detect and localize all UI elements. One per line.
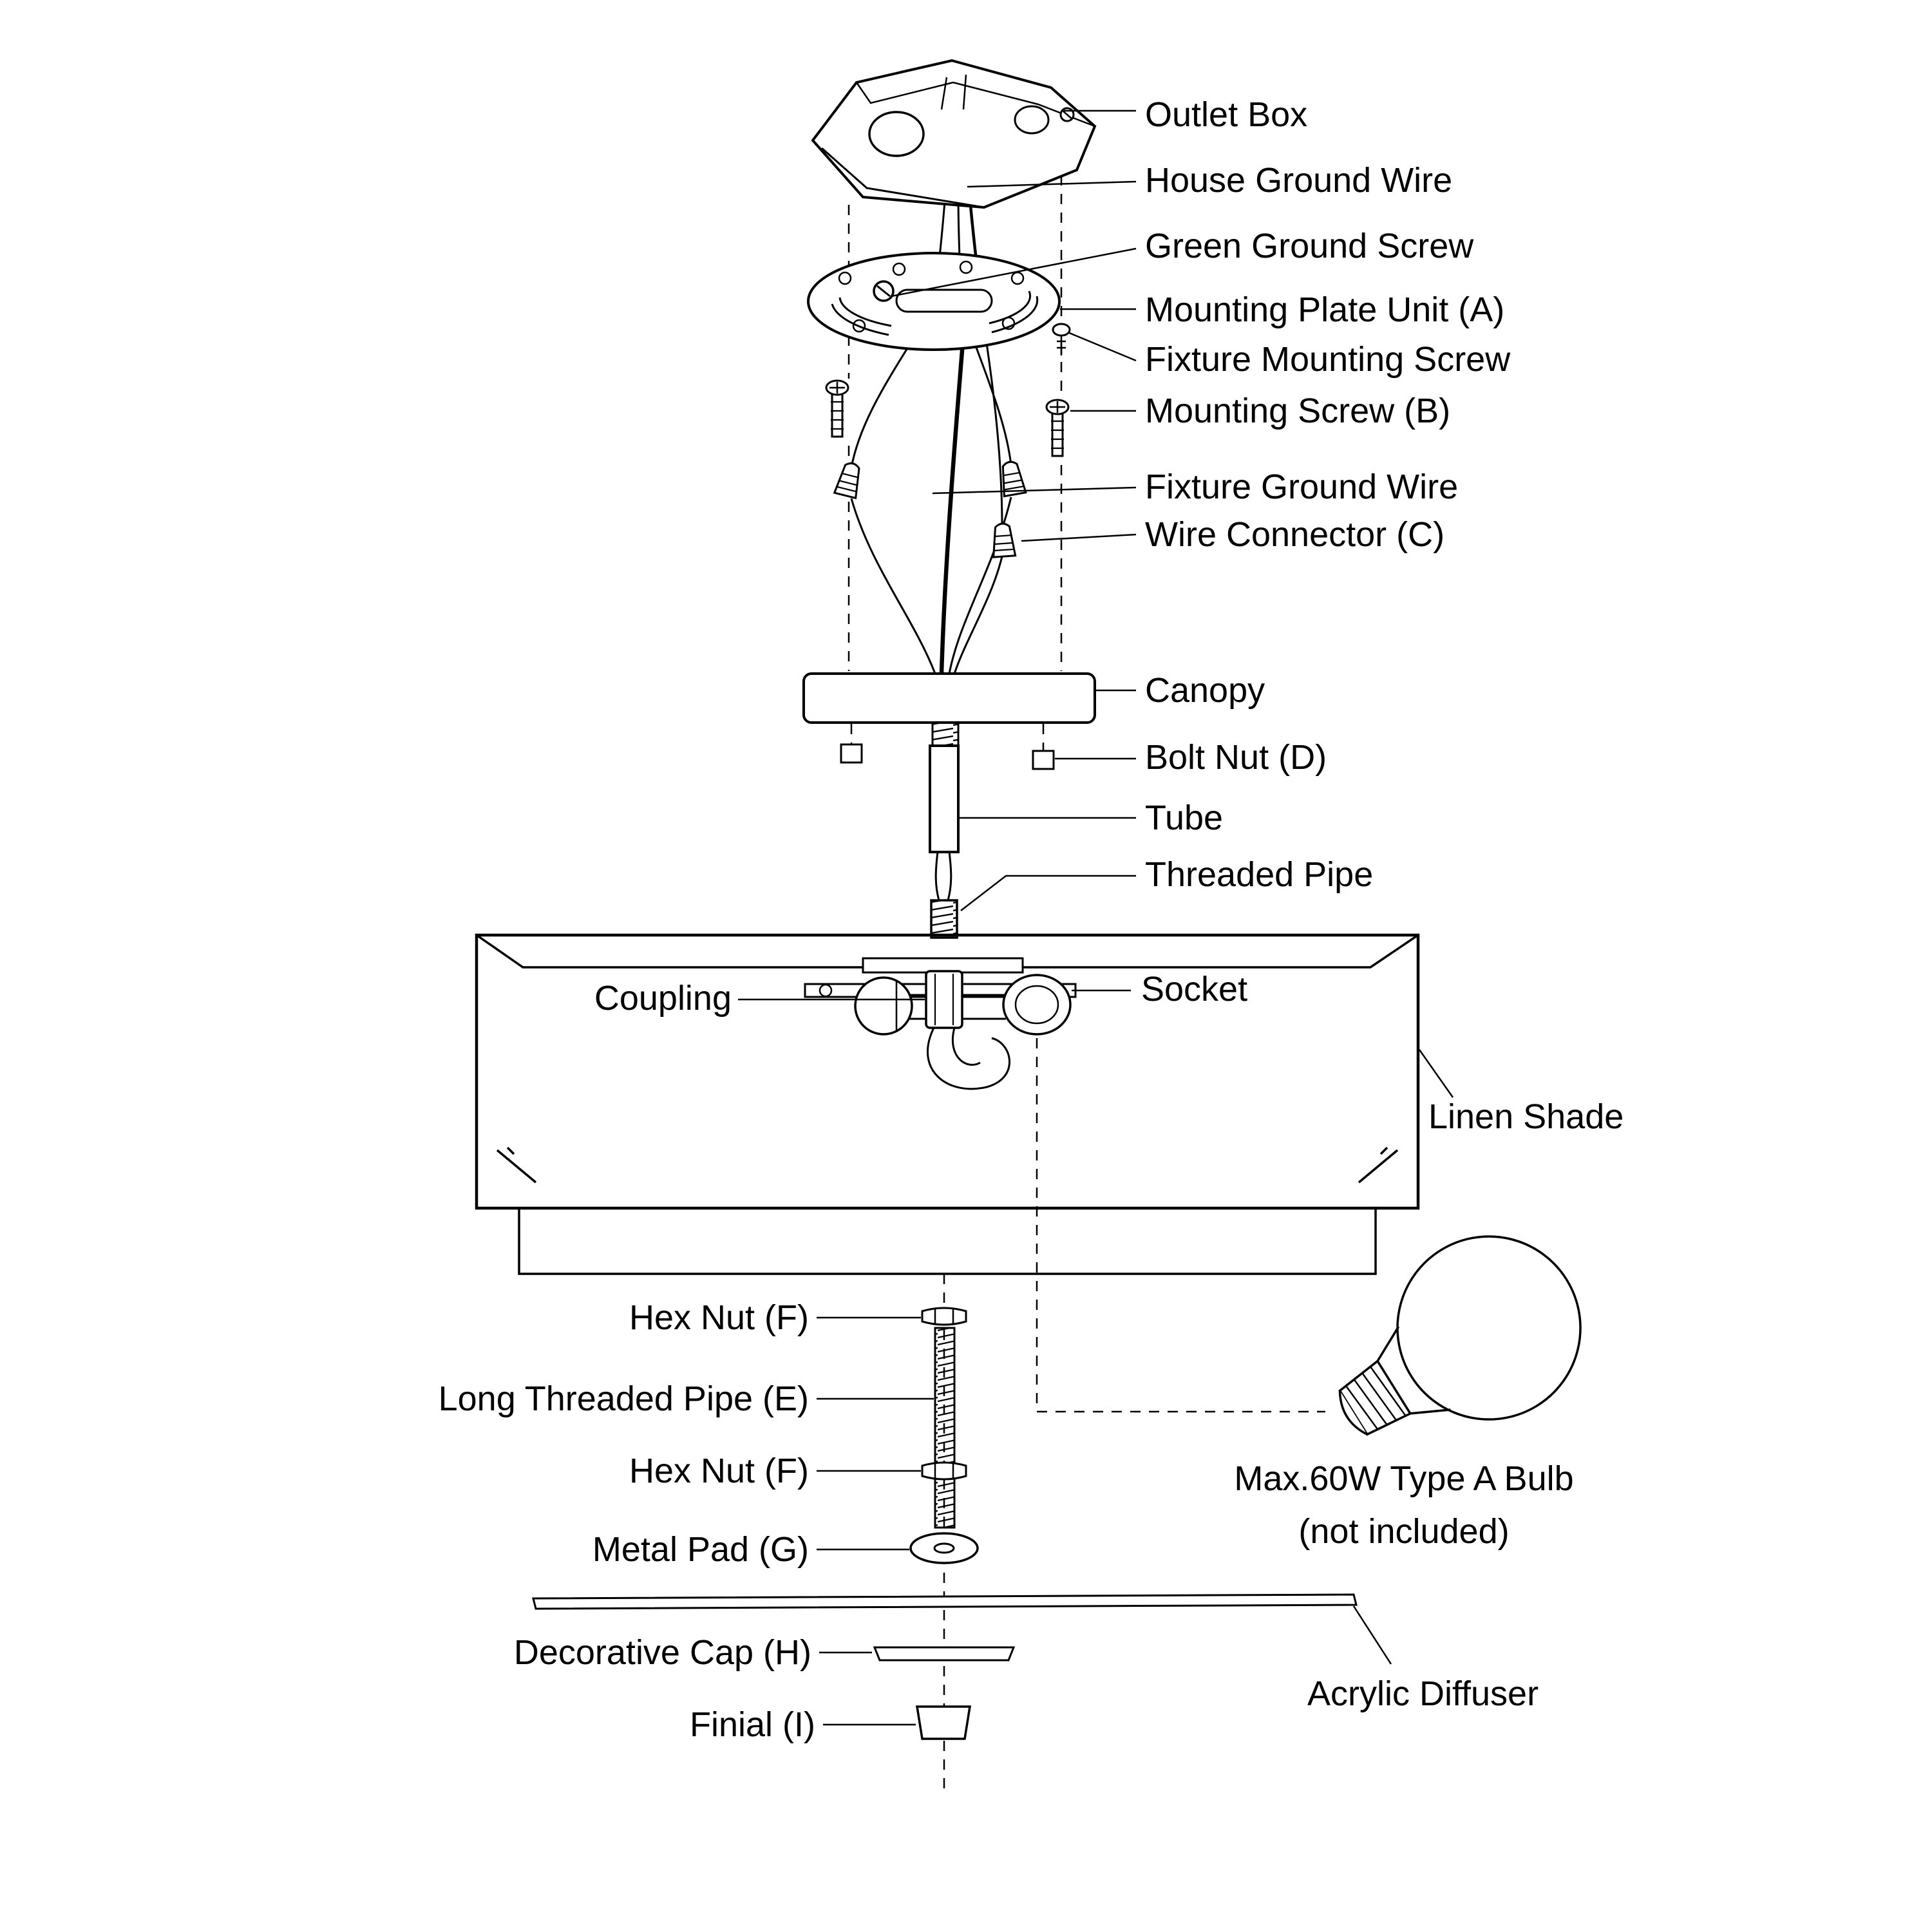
label-fixture-mounting-screw: Fixture Mounting Screw: [1145, 340, 1511, 379]
label-outlet-box: Outlet Box: [1145, 95, 1307, 134]
label-hex-nut-lower: Hex Nut (F): [629, 1452, 809, 1490]
label-acrylic-diffuser: Acrylic Diffuser: [1307, 1674, 1539, 1713]
shade-lower-frame: [518, 1208, 1377, 1275]
decorative-cap: [873, 1646, 1016, 1662]
hex-nut-upper: [921, 1307, 967, 1326]
label-coupling: Coupling: [594, 979, 732, 1018]
label-green-ground-screw: Green Ground Screw: [1145, 227, 1474, 265]
bolt-nut-right: [1032, 750, 1055, 770]
label-mounting-screw-b: Mounting Screw (B): [1145, 392, 1450, 430]
fixture-mounting-screw: [1052, 323, 1071, 355]
wire-connectors: [833, 460, 1027, 558]
canopy: [802, 672, 1096, 747]
label-socket: Socket: [1141, 970, 1247, 1009]
finial: [915, 1705, 972, 1740]
label-bulb-note-line1: Max.60W Type A Bulb: [1234, 1459, 1573, 1498]
metal-pad: [909, 1532, 979, 1564]
socket-bracket: [854, 976, 913, 1036]
label-hex-nut-upper: Hex Nut (F): [629, 1298, 809, 1337]
label-threaded-pipe: Threaded Pipe: [1145, 855, 1373, 894]
mounting-screws: [825, 379, 1070, 457]
socket-assembly: [804, 957, 1077, 1090]
hex-nut-lower: [921, 1461, 967, 1481]
label-decorative-cap: Decorative Cap (H): [514, 1633, 811, 1672]
bolt-nuts: [840, 743, 1055, 770]
long-threaded-pipe: [934, 1327, 956, 1529]
label-bulb-note-line2: (not included): [1298, 1512, 1509, 1551]
leader-lines: [738, 109, 1454, 1726]
acrylic-diffuser: [532, 1593, 1358, 1610]
coupling-part: [925, 970, 963, 1029]
wire-connector-1: [833, 462, 860, 500]
threaded-pipe: [930, 899, 958, 939]
wire-connector-2: [1001, 460, 1027, 498]
label-long-threaded-pipe: Long Threaded Pipe (E): [439, 1379, 809, 1418]
label-canopy: Canopy: [1145, 671, 1265, 710]
label-house-ground-wire: House Ground Wire: [1145, 161, 1452, 200]
mounting-plate: [807, 252, 1071, 355]
mounting-screw-right: [1045, 399, 1070, 457]
tube: [929, 744, 960, 901]
label-finial: Finial (I): [690, 1705, 815, 1744]
wire-connector-3: [992, 522, 1017, 558]
mounting-screw-left: [825, 379, 849, 438]
bolt-nut-left: [840, 743, 863, 764]
label-linen-shade: Linen Shade: [1428, 1097, 1624, 1136]
socket-to-bulb-guide: [1036, 1038, 1325, 1413]
label-metal-pad: Metal Pad (G): [592, 1530, 809, 1569]
fixture-ground-wire: [939, 302, 969, 674]
label-bolt-nut-d: Bolt Nut (D): [1145, 738, 1327, 777]
light-bulb: [1338, 1235, 1582, 1436]
outlet-box: [811, 59, 1097, 209]
label-tube: Tube: [1145, 799, 1223, 837]
label-wire-connector-c: Wire Connector (C): [1145, 515, 1444, 554]
labels: Outlet Box House Ground Wire Green Groun…: [439, 95, 1624, 1744]
label-mounting-plate-unit: Mounting Plate Unit (A): [1145, 290, 1504, 329]
label-fixture-ground-wire: Fixture Ground Wire: [1145, 468, 1458, 506]
